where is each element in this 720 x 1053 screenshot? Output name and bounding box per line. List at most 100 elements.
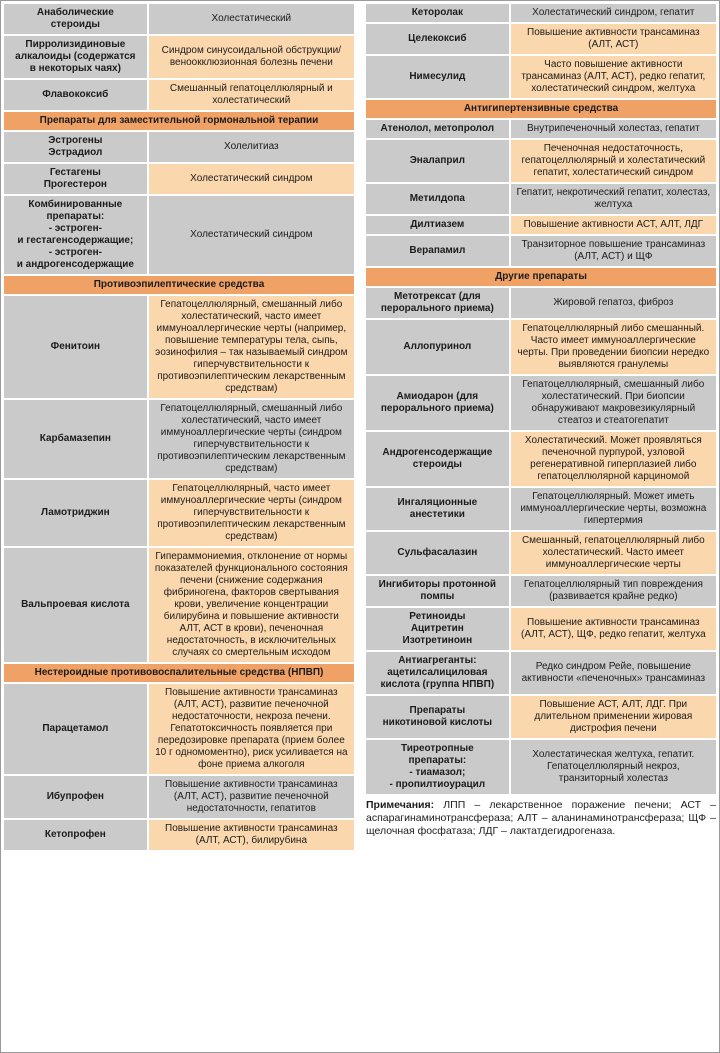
section-header-row: Препараты для заместительной гормонально… xyxy=(4,112,354,130)
section-header: Противоэпилептические средства xyxy=(4,276,354,294)
drug-name-cell: Дилтиазем xyxy=(366,216,509,234)
section-header: Антигипертензивные средства xyxy=(366,100,716,118)
drug-name-cell: Кеторолак xyxy=(366,4,509,22)
drug-name-cell: Парацетамол xyxy=(4,684,147,774)
drug-name-cell: Атенолол, метопролол xyxy=(366,120,509,138)
drug-name-cell: Аллопуринол xyxy=(366,320,509,374)
liver-effect-cell: Часто повышение активности трансаминаз (… xyxy=(510,56,716,98)
liver-effect-cell: Холестатический xyxy=(148,4,354,34)
table-row: Пирролизидиновые алкалоиды (содержатся в… xyxy=(4,36,354,78)
table-row: Комбинированные препараты: - эстроген- и… xyxy=(4,196,354,274)
liver-effect-cell: Гепатоцеллюлярный, смешанный либо холест… xyxy=(148,296,354,398)
section-header-row: Противоэпилептические средства xyxy=(4,276,354,294)
liver-effect-cell: Гепатоцеллюлярный, часто имеет иммуноалл… xyxy=(148,480,354,546)
drug-name-cell: Комбинированные препараты: - эстроген- и… xyxy=(4,196,147,274)
drug-name-cell: Анаболические стероиды xyxy=(4,4,147,34)
section-header: Препараты для заместительной гормонально… xyxy=(4,112,354,130)
drug-name-cell: Антиагреганты: ацетилсалициловая кислота… xyxy=(366,652,509,694)
liver-effect-cell: Холестатический. Может проявляться печен… xyxy=(510,432,716,486)
drug-name-cell: Фенитоин xyxy=(4,296,147,398)
drug-name-cell: Эналаприл xyxy=(366,140,509,182)
liver-effect-cell: Редко синдром Рейе, повышение активности… xyxy=(510,652,716,694)
liver-effect-cell: Холелитиаз xyxy=(148,132,354,162)
section-header: Другие препараты xyxy=(366,268,716,286)
liver-effect-cell: Гепатоцеллюлярный тип повреждения (разви… xyxy=(510,576,716,606)
drug-name-cell: Пирролизидиновые алкалоиды (содержатся в… xyxy=(4,36,147,78)
drug-name-cell: Тиреотропные препараты: - тиамазол; - пр… xyxy=(366,740,509,794)
table-row: Тиреотропные препараты: - тиамазол; - пр… xyxy=(366,740,716,794)
table-row: Антиагреганты: ацетилсалициловая кислота… xyxy=(366,652,716,694)
drug-name-cell: Андрогенсодержащие стероиды xyxy=(366,432,509,486)
drug-name-cell: Ингибиторы протонной помпы xyxy=(366,576,509,606)
liver-effect-cell: Смешанный, гепатоцеллюлярный либо холест… xyxy=(510,532,716,574)
liver-effect-cell: Повышение активности АСТ, АЛТ, ЛДГ xyxy=(510,216,716,234)
liver-effect-cell: Смешанный гепатоцеллюлярный и холестатич… xyxy=(148,80,354,110)
liver-effect-cell: Транзиторное повышение трансаминаз (АЛТ,… xyxy=(510,236,716,266)
drug-name-cell: Ибупрофен xyxy=(4,776,147,818)
section-header: Нестероидные противовоспалительные средс… xyxy=(4,664,354,682)
liver-effect-cell: Синдром синусоидальной обструкции/веноок… xyxy=(148,36,354,78)
liver-effect-cell: Жировой гепатоз, фиброз xyxy=(510,288,716,318)
drug-name-cell: Кетопрофен xyxy=(4,820,147,850)
liver-effect-cell: Гипераммониемия, отклонение от нормы пок… xyxy=(148,548,354,662)
liver-effect-cell: Внутрипеченочный холестаз, гепатит xyxy=(510,120,716,138)
liver-effect-cell: Гепатоцеллюлярный либо смешанный. Часто … xyxy=(510,320,716,374)
liver-effect-cell: Повышение активности трансаминаз (АЛТ, А… xyxy=(148,684,354,774)
footnote-text: ЛПП – лекарственное поражение печени; АС… xyxy=(366,799,716,838)
liver-effect-cell: Повышение активности трансаминаз (АЛТ, А… xyxy=(510,608,716,650)
liver-effect-cell: Гепатоцеллюлярный, смешанный либо холест… xyxy=(510,376,716,430)
drug-name-cell: Ретиноиды Ацитретин Изотретиноин xyxy=(366,608,509,650)
drug-name-cell: Сульфасалазин xyxy=(366,532,509,574)
drug-name-cell: Препараты никотиновой кислоты xyxy=(366,696,509,738)
liver-effect-cell: Повышение активности трансаминаз (АЛТ, А… xyxy=(148,776,354,818)
liver-effect-cell: Холестатическая желтуха, гепатит. Гепато… xyxy=(510,740,716,794)
footnote-label: Примечания: xyxy=(366,799,435,811)
drug-name-cell: Амиодарон (для перорального приема) xyxy=(366,376,509,430)
section-header-row: Другие препараты xyxy=(366,268,716,286)
drug-name-cell: Верапамил xyxy=(366,236,509,266)
liver-effect-cell: Повышение активности трансаминаз (АЛТ, А… xyxy=(510,24,716,54)
liver-effect-cell: Холестатический синдром, гепатит xyxy=(510,4,716,22)
section-header-row: Антигипертензивные средства xyxy=(366,100,716,118)
drug-name-cell: Вальпроевая кислота xyxy=(4,548,147,662)
drug-name-cell: Флавококсиб xyxy=(4,80,147,110)
drug-name-cell: Эстрогены Эстрадиол xyxy=(4,132,147,162)
liver-effect-cell: Печеночная недостаточность, гепатоцеллюл… xyxy=(510,140,716,182)
liver-effect-cell: Гепатит, некротический гепатит, холестаз… xyxy=(510,184,716,214)
footnote: Примечания: ЛПП – лекарственное поражени… xyxy=(364,799,718,838)
drug-name-cell: Целекоксиб xyxy=(366,24,509,54)
drug-name-cell: Метилдопа xyxy=(366,184,509,214)
liver-effect-cell: Повышение АСТ, АЛТ, ЛДГ. При длительном … xyxy=(510,696,716,738)
liver-effect-cell: Повышение активности трансаминаз (АЛТ, А… xyxy=(148,820,354,850)
drug-name-cell: Нимесулид xyxy=(366,56,509,98)
